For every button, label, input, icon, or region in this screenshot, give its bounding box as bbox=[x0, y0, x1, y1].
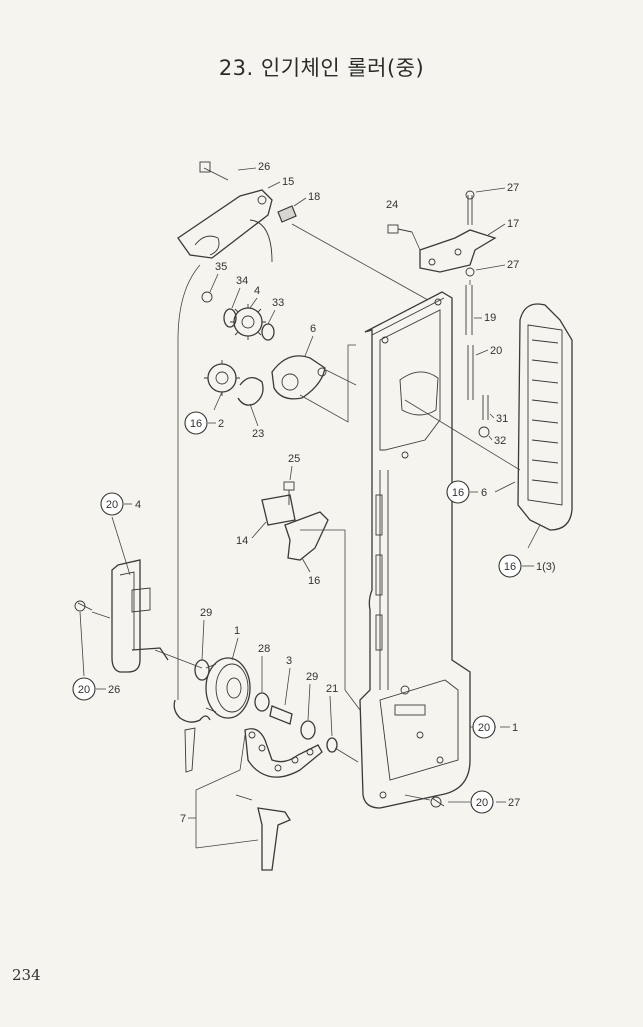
circled-ref-20-4: 20 bbox=[100, 492, 124, 516]
svg-text:16: 16 bbox=[504, 561, 516, 573]
callout-29b: 29 bbox=[306, 671, 318, 683]
callout-28: 28 bbox=[258, 643, 270, 655]
circled-ref-16-6: 16 bbox=[446, 480, 470, 504]
svg-text:20: 20 bbox=[478, 722, 490, 734]
callout-16: 16 bbox=[308, 575, 320, 587]
callout-1b: 1 bbox=[512, 722, 518, 734]
callout-26: 26 bbox=[258, 161, 270, 173]
svg-text:20: 20 bbox=[78, 684, 90, 696]
callout-14: 14 bbox=[236, 535, 248, 547]
callout-7: 7 bbox=[180, 813, 186, 825]
callout-24: 24 bbox=[386, 199, 398, 211]
page-title: 23. 인기체인 롤러(중) bbox=[218, 56, 425, 80]
middle-bracket bbox=[261, 481, 329, 561]
callout-4b: 4 bbox=[135, 499, 141, 511]
callout-4a: 4 bbox=[254, 285, 260, 297]
callout-27c: 27 bbox=[508, 797, 520, 809]
callout-23: 23 bbox=[252, 428, 264, 440]
callout-18: 18 bbox=[308, 191, 320, 203]
pulley-assembly bbox=[194, 657, 338, 753]
page-number: 234 bbox=[12, 966, 41, 984]
callout-31: 31 bbox=[496, 413, 508, 425]
callout-29a: 29 bbox=[200, 607, 212, 619]
callout-34: 34 bbox=[236, 275, 248, 287]
circled-ref-16-1-3: 16 bbox=[498, 554, 522, 578]
top-bracket bbox=[177, 161, 297, 263]
sprocket-assembly bbox=[201, 291, 327, 406]
callout-21: 21 bbox=[326, 683, 338, 695]
circled-ref-16-2: 16 bbox=[184, 411, 208, 435]
svg-text:16: 16 bbox=[452, 487, 464, 499]
svg-text:20: 20 bbox=[476, 797, 488, 809]
callout-26b: 26 bbox=[108, 684, 120, 696]
roller-chain bbox=[173, 699, 323, 871]
callout-15: 15 bbox=[282, 176, 294, 188]
svg-text:16: 16 bbox=[190, 418, 202, 430]
callout-2: 2 bbox=[218, 418, 224, 430]
callout-3: 3 bbox=[286, 655, 292, 667]
callout-6a: 6 bbox=[310, 323, 316, 335]
frame-plate bbox=[359, 291, 471, 809]
callout-25: 25 bbox=[288, 453, 300, 465]
callout-17: 17 bbox=[507, 218, 519, 230]
upper-right-bracket bbox=[387, 190, 497, 438]
circled-ref-20-27: 20 bbox=[470, 790, 494, 814]
callout-1-3: 1(3) bbox=[536, 561, 556, 573]
callout-32: 32 bbox=[494, 435, 506, 447]
circled-ref-20-26: 20 bbox=[72, 677, 96, 701]
circled-references: 16 16 20 16 20 20 bbox=[72, 411, 522, 814]
chain-cover bbox=[517, 303, 573, 531]
callout-20a: 20 bbox=[490, 345, 502, 357]
left-guide bbox=[74, 559, 169, 673]
svg-text:20: 20 bbox=[106, 499, 118, 511]
callout-35: 35 bbox=[215, 261, 227, 273]
assembly-guide-lines bbox=[91, 223, 521, 849]
callout-33: 33 bbox=[272, 297, 284, 309]
callout-labels: 26 15 18 24 27 17 27 35 34 4 33 6 19 2 bbox=[79, 161, 556, 825]
callout-27a: 27 bbox=[507, 182, 519, 194]
circled-ref-20-1: 20 bbox=[472, 715, 496, 739]
callout-27b: 27 bbox=[507, 259, 519, 271]
callout-1a: 1 bbox=[234, 625, 240, 637]
callout-19: 19 bbox=[484, 312, 496, 324]
callout-6b: 6 bbox=[481, 487, 487, 499]
